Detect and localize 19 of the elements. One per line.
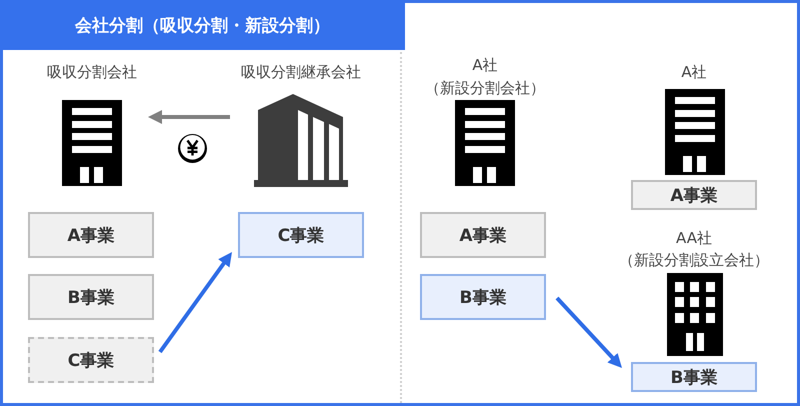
business-box: A事業 [631,180,757,210]
business-box: B事業 [631,362,757,392]
company-label: （新設分割設立会社） [619,250,769,270]
company-label: （新設分割会社） [425,78,545,98]
company-label: 吸収分割継承会社 [241,62,361,82]
company-label: A社 [681,62,707,82]
company-label: A社 [472,55,498,75]
business-box: B事業 [420,274,546,320]
company-label: 吸収分割会社 [47,62,137,82]
arrow [148,110,230,124]
company-label: AA社 [676,228,712,248]
title-banner: 会社分割（吸収分割・新設分割） [0,0,405,50]
arrow [158,252,232,354]
business-box: A事業 [420,212,546,258]
business-box: B事業 [28,274,154,320]
business-box: A事業 [28,212,154,258]
arrow [556,296,622,368]
business-box: C事業 [28,337,154,383]
business-box: C事業 [238,212,364,258]
